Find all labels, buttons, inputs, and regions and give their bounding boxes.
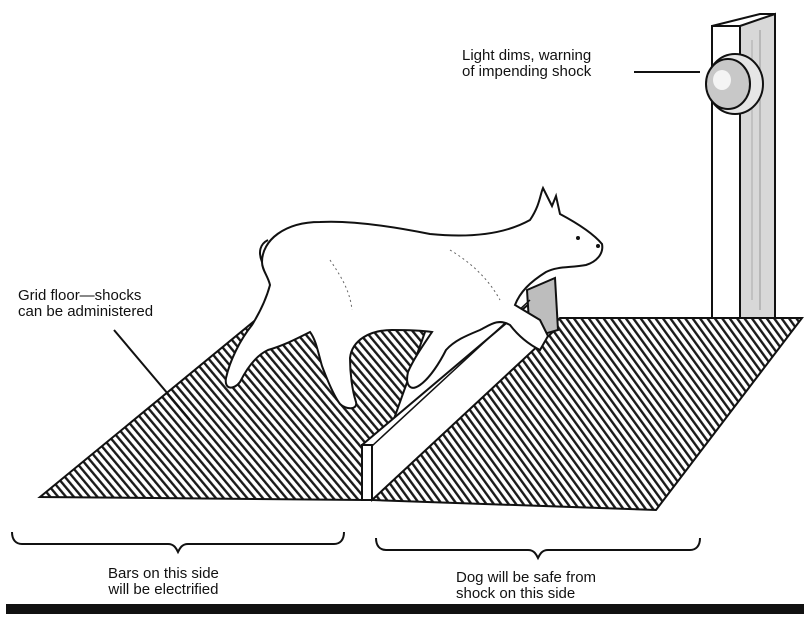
right-side-label-line-2: shock on this side <box>456 586 596 602</box>
left-side-label: Bars on this side will be electrified <box>108 566 219 598</box>
right-side-label-line-1: Dog will be safe from <box>456 570 596 586</box>
left-side-label-line-1: Bars on this side <box>108 566 219 582</box>
warning-light <box>706 54 763 114</box>
light-label: Light dims, warning of impending shock <box>462 48 591 80</box>
light-label-line-1: Light dims, warning <box>462 48 591 64</box>
grid-floor-label-line-1: Grid floor—shocks <box>18 288 153 304</box>
bottom-divider <box>6 604 804 614</box>
right-side-label: Dog will be safe from shock on this side <box>456 570 596 602</box>
light-label-line-2: of impending shock <box>462 64 591 80</box>
left-side-bracket <box>12 532 344 552</box>
right-side-bracket <box>376 538 700 558</box>
grid-floor-label-line-2: can be administered <box>18 304 153 320</box>
grid-floor-label: Grid floor—shocks can be administered <box>18 288 153 320</box>
left-side-label-line-2: will be electrified <box>108 582 219 598</box>
